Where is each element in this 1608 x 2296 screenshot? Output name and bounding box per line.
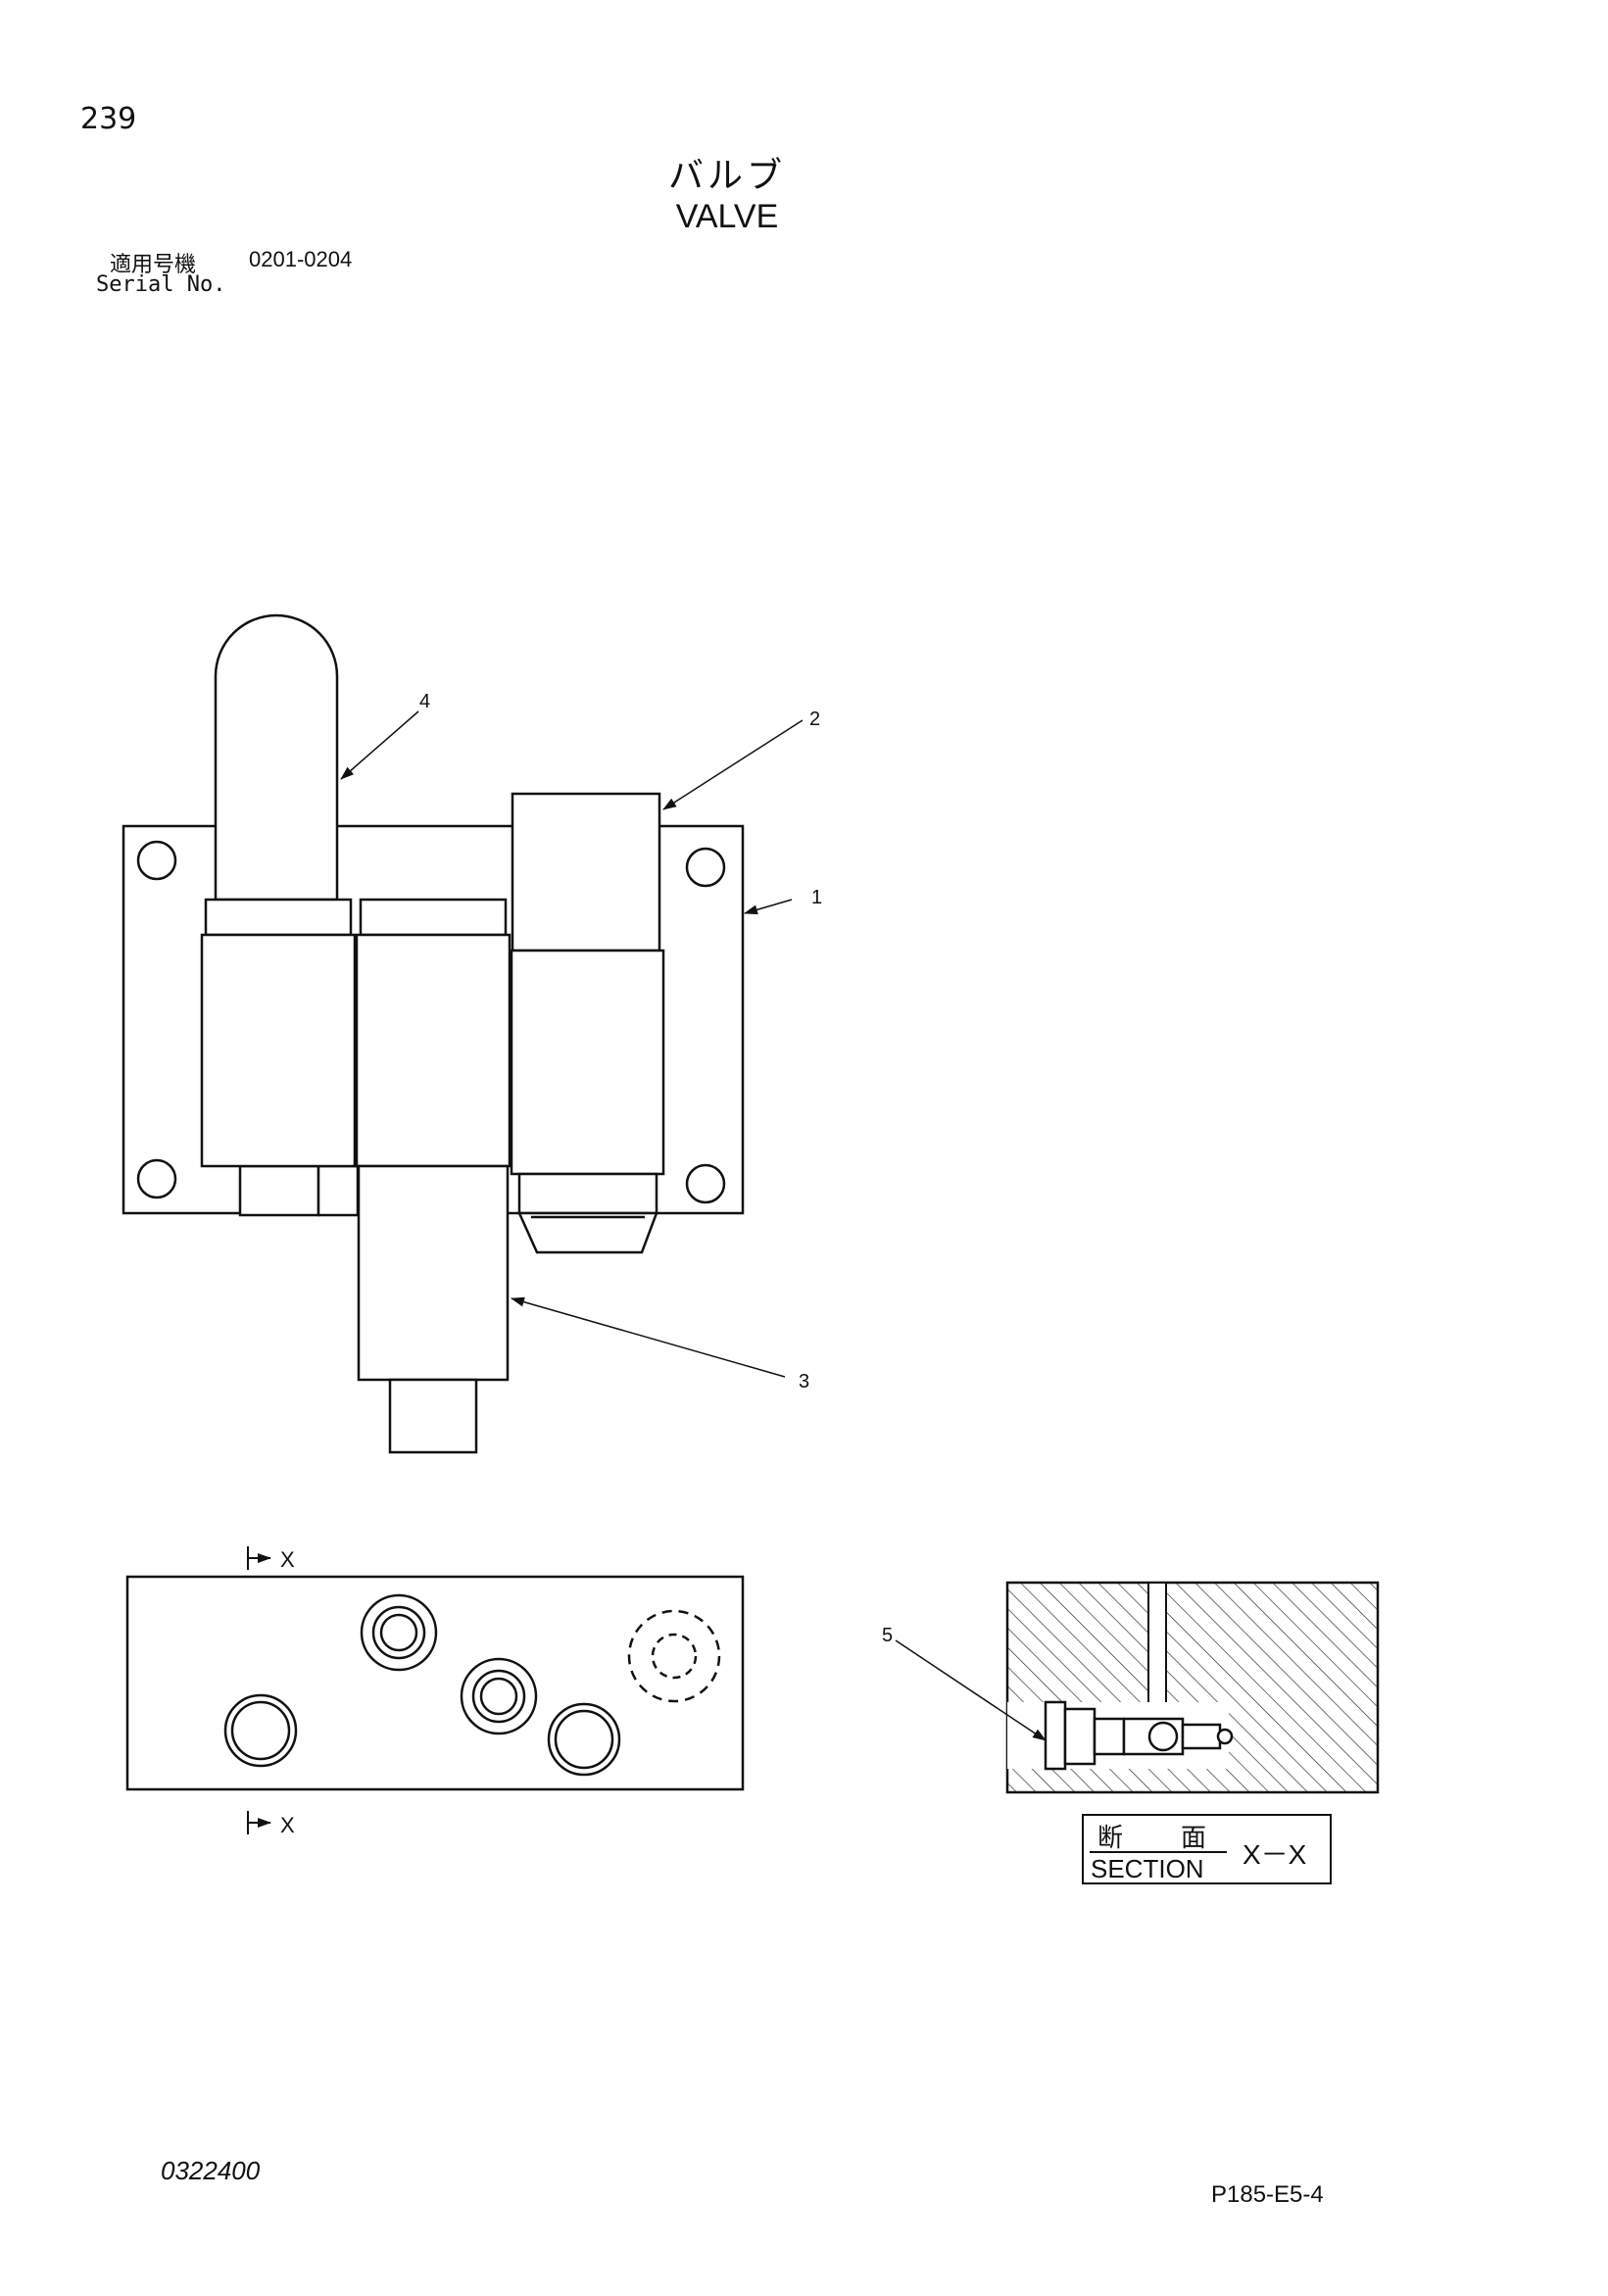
check-valve-5 xyxy=(1044,1700,1067,1771)
page-number: 239 xyxy=(80,102,137,136)
serial-label-japanese: 適用号機 xyxy=(110,253,197,277)
section-name: X－X xyxy=(1243,1839,1307,1870)
mounting-hole xyxy=(136,840,177,881)
valve-body-bottom xyxy=(125,1575,745,1791)
serial-label-english: Serial No. xyxy=(96,272,226,297)
page-reference: P185-E5-4 xyxy=(1211,2181,1324,2208)
section-label-jp-left: 断 xyxy=(1097,1823,1123,1852)
section-label-jp-right: 面 xyxy=(1181,1823,1206,1852)
section-marker-bottom: X xyxy=(280,1813,295,1837)
section-marker-top: X xyxy=(280,1547,295,1572)
callout-4: 4 xyxy=(419,691,430,712)
mounting-hole xyxy=(136,1158,177,1199)
section-markers xyxy=(247,1546,271,1834)
callout-1: 1 xyxy=(811,887,822,908)
leader-lines xyxy=(340,710,804,1378)
title-english: VALVE xyxy=(675,198,779,235)
section-label-box xyxy=(1082,1814,1332,1884)
section-view: 5 断 面 SECTION X－X xyxy=(882,1581,1380,1884)
callout-3: 3 xyxy=(799,1371,809,1392)
bottom-view xyxy=(125,1575,745,1791)
callout-2: 2 xyxy=(809,708,820,730)
callout-5: 5 xyxy=(882,1625,893,1646)
solenoid-4-coil xyxy=(214,613,339,902)
mounting-hole xyxy=(685,1163,726,1204)
top-view xyxy=(122,613,745,1454)
solenoid-3-body xyxy=(357,1164,510,1382)
title-japanese: バルブ xyxy=(667,156,786,196)
catalog-number: 0322400 xyxy=(161,2156,261,2185)
serial-range: 0201-0204 xyxy=(249,247,353,271)
mounting-hole xyxy=(685,847,726,888)
section-label-en: SECTION xyxy=(1091,1854,1204,1883)
solenoid-2-cap xyxy=(511,792,661,953)
